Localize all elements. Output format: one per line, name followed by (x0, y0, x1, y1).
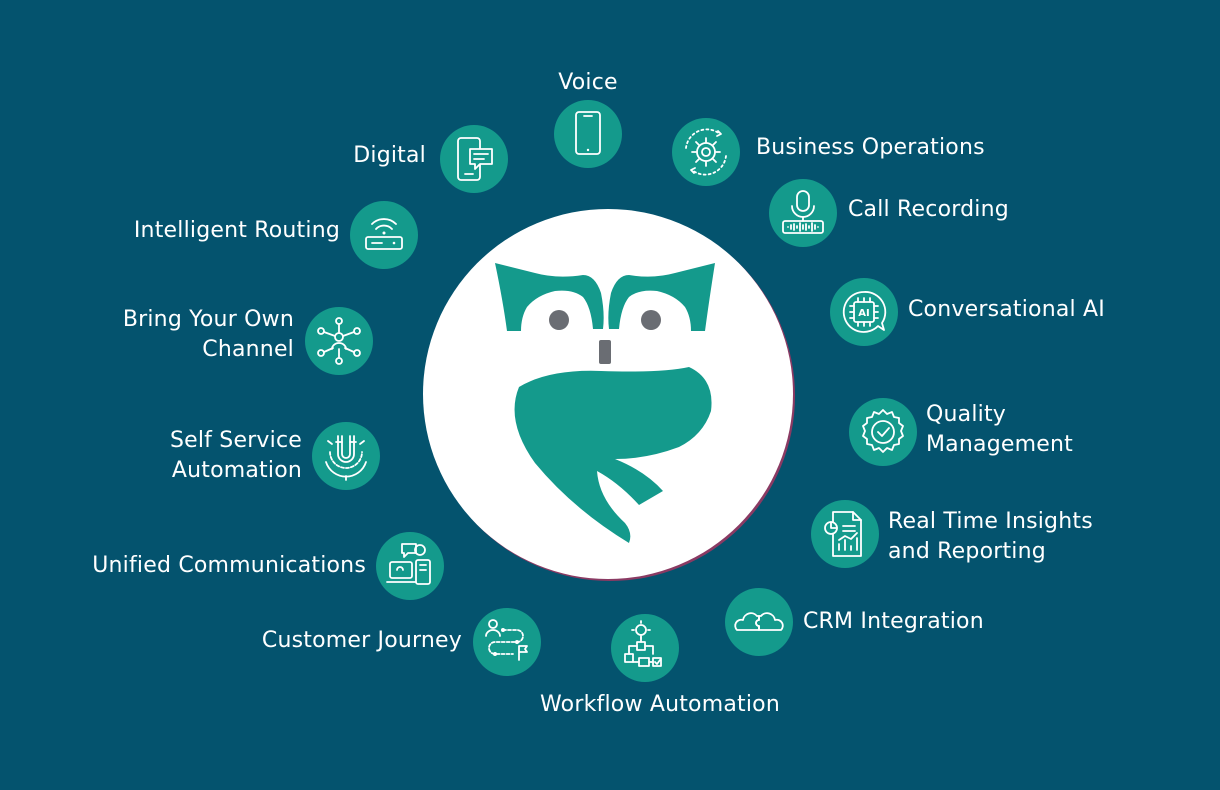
feature-workflow-automation[interactable] (611, 614, 679, 682)
feature-crm-integration[interactable] (725, 588, 793, 656)
label-business-operations: Business Operations (756, 135, 985, 160)
gear-cycle-icon (685, 128, 727, 176)
network-icon (317, 317, 361, 365)
router-icon (365, 218, 403, 250)
owl-logo (495, 263, 715, 543)
label-unified-communications: Unified Communications (92, 553, 366, 578)
feature-self-service[interactable] (312, 422, 380, 490)
report-chart-icon (824, 511, 862, 557)
label-conversational-ai: Conversational AI (908, 297, 1105, 322)
svg-text:AI: AI (858, 308, 869, 319)
label-call-recording: Call Recording (848, 197, 1009, 222)
feature-conversational-ai[interactable]: AI (830, 278, 898, 346)
phone-chat-icon (457, 137, 493, 181)
feature-customer-journey[interactable] (473, 608, 541, 676)
feature-call-recording[interactable] (769, 179, 837, 247)
label-intelligent-routing: Intelligent Routing (133, 218, 340, 243)
label-self-service: Self Service Automation (169, 428, 302, 483)
feature-intelligent-routing[interactable] (350, 201, 418, 269)
feature-real-time-insights[interactable] (811, 500, 879, 568)
workflow-icon (624, 620, 662, 667)
label-voice: Voice (558, 70, 618, 95)
center-hub (423, 209, 793, 579)
puzzle-cloud-icon (734, 612, 784, 631)
quality-gear-icon (862, 409, 904, 453)
label-workflow-automation: Workflow Automation (540, 692, 780, 717)
owl-eye-right (641, 310, 661, 330)
feature-voice[interactable] (554, 100, 622, 168)
label-crm-integration: CRM Integration (803, 609, 984, 634)
owl-beak (599, 340, 611, 364)
label-real-time-insights: Real Time Insights and Reporting (888, 509, 1093, 564)
feature-unified-communications[interactable] (376, 532, 444, 600)
label-byoc: Bring Your Own Channel (122, 307, 294, 362)
label-digital: Digital (353, 143, 426, 168)
feature-quality-management[interactable] (849, 398, 917, 466)
microphone-icon (782, 190, 824, 234)
feature-business-operations[interactable] (672, 118, 740, 186)
smartphone-icon (575, 111, 601, 155)
ai-chip-icon: AI (842, 291, 887, 333)
owl-eye-left (549, 310, 569, 330)
feature-byoc[interactable] (305, 307, 373, 375)
devices-chat-icon (386, 543, 431, 585)
label-customer-journey: Customer Journey (261, 628, 462, 653)
journey-path-icon (485, 619, 528, 661)
label-quality-management: Quality Management (926, 402, 1073, 457)
feature-digital[interactable] (440, 125, 508, 193)
magnet-gear-icon (325, 435, 367, 481)
